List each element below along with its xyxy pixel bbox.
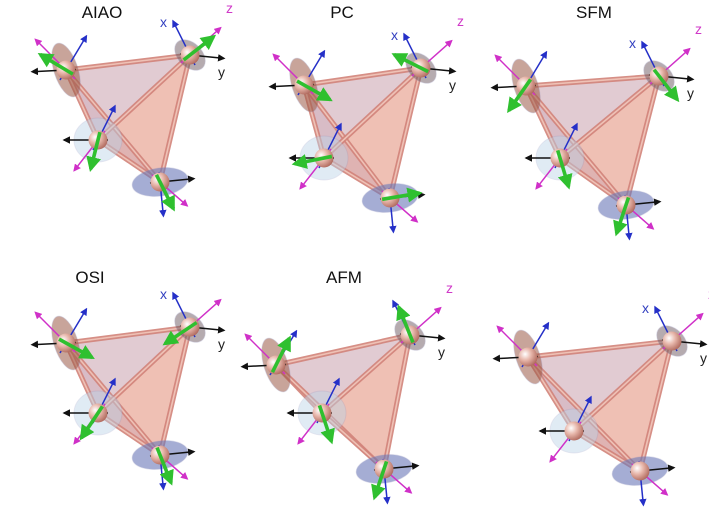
panel-title: OSI bbox=[75, 268, 104, 287]
spin-moment-arrow-icon bbox=[86, 131, 102, 173]
magnetic-ion bbox=[630, 461, 650, 481]
spin-moment-arrow-icon bbox=[79, 405, 104, 441]
axis-label-y: y bbox=[449, 77, 456, 93]
axis-label-y: y bbox=[438, 344, 445, 360]
panel-4: OSI x y bbox=[30, 268, 226, 491]
tetrahedron-edge-highlight bbox=[321, 334, 411, 414]
tetrahedron-edge-highlight bbox=[559, 75, 660, 159]
panel-6: xyz bbox=[492, 286, 709, 507]
axis-label-x: x bbox=[642, 300, 649, 316]
tetrahedron-edge-highlight bbox=[97, 54, 191, 141]
tetrahedron-top-face bbox=[66, 55, 190, 140]
spin-moment-arrow-icon bbox=[296, 79, 333, 102]
panel-3: SFM x y z bbox=[490, 3, 702, 241]
axis-label-y: y bbox=[218, 64, 225, 80]
spin-moment-arrow-icon bbox=[154, 174, 176, 212]
spin-moment-arrow-icon bbox=[396, 304, 415, 344]
tetrahedron-edge-highlight bbox=[639, 340, 673, 472]
axis-label-z: z bbox=[226, 0, 233, 16]
spin-moment-arrow-icon bbox=[270, 335, 292, 373]
tetrahedron-edge-highlight bbox=[303, 67, 422, 86]
tetrahedron-edge-highlight bbox=[383, 334, 411, 470]
tetrahedron-edge-highlight bbox=[625, 75, 660, 206]
spin-moment-arrow-icon bbox=[613, 196, 631, 237]
tetrahedron-edge-highlight bbox=[65, 54, 191, 71]
panel-title: SFM bbox=[576, 3, 612, 22]
axis-label-x: x bbox=[629, 35, 636, 51]
panel-title: PC bbox=[330, 3, 354, 22]
panel-title: AIAO bbox=[82, 3, 123, 22]
spin-moment-arrow-icon bbox=[555, 149, 573, 190]
magnetic-ion bbox=[518, 347, 538, 367]
tetrahedron-edge-highlight bbox=[525, 75, 660, 87]
tetrahedron-edge-highlight bbox=[323, 67, 422, 159]
axis-label-z: z bbox=[457, 13, 464, 29]
spin-moment-arrow-icon bbox=[507, 78, 533, 114]
panel-2: PC x y z bbox=[268, 3, 464, 234]
panel-5: AFM y z bbox=[240, 268, 453, 505]
tetrahedron-edge-highlight bbox=[159, 326, 191, 456]
tetrahedron-edge-highlight bbox=[303, 84, 391, 199]
axis-label-x: x bbox=[160, 14, 167, 30]
tetrahedron-edge-highlight bbox=[573, 340, 673, 432]
spin-moment-arrow-icon bbox=[652, 68, 680, 103]
axis-label-y: y bbox=[687, 85, 694, 101]
axis-label-x: x bbox=[160, 286, 167, 302]
axis-label-z: z bbox=[695, 21, 702, 37]
tetrahedron-edge-highlight bbox=[389, 67, 422, 199]
panel-1: AIAO x y z bbox=[30, 0, 233, 218]
magnetic-ion bbox=[662, 331, 682, 351]
tetrahedron-edge-highlight bbox=[527, 340, 673, 358]
spin-moment-arrow-icon bbox=[371, 460, 389, 501]
spin-moment-arrow-icon bbox=[291, 154, 333, 169]
tetrahedron-top-face bbox=[66, 327, 190, 413]
spin-moment-arrow-icon bbox=[381, 187, 423, 203]
spin-moment-arrow-icon bbox=[155, 446, 174, 486]
axis-label-y: y bbox=[218, 336, 225, 352]
tetrahedron-top-face bbox=[276, 335, 410, 413]
tetrahedron-edge-highlight bbox=[527, 356, 641, 472]
spin-moment-arrow-icon bbox=[391, 52, 429, 74]
axis-label-y: y bbox=[700, 350, 707, 366]
spin-moment-arrow-icon bbox=[317, 404, 335, 445]
tetrahedron-edge-highlight bbox=[159, 54, 191, 183]
spin-moment-arrow-icon bbox=[37, 53, 74, 76]
spin-moment-arrow-icon bbox=[58, 337, 95, 360]
tetrahedron-top-face bbox=[526, 76, 659, 158]
magnetic-ion bbox=[564, 421, 584, 441]
tetrahedron-edge-highlight bbox=[65, 326, 191, 344]
tetrahedron-top-face bbox=[304, 68, 421, 158]
axis-label-x: x bbox=[391, 27, 398, 43]
axis-label-z: z bbox=[446, 280, 453, 296]
spin-moment-arrow-icon bbox=[162, 321, 198, 346]
panel-title: AFM bbox=[326, 268, 362, 287]
spin-moment-arrow-icon bbox=[182, 34, 217, 62]
tetrahedron-top-face bbox=[528, 341, 672, 431]
tetrahedron-edge-highlight bbox=[275, 334, 411, 366]
